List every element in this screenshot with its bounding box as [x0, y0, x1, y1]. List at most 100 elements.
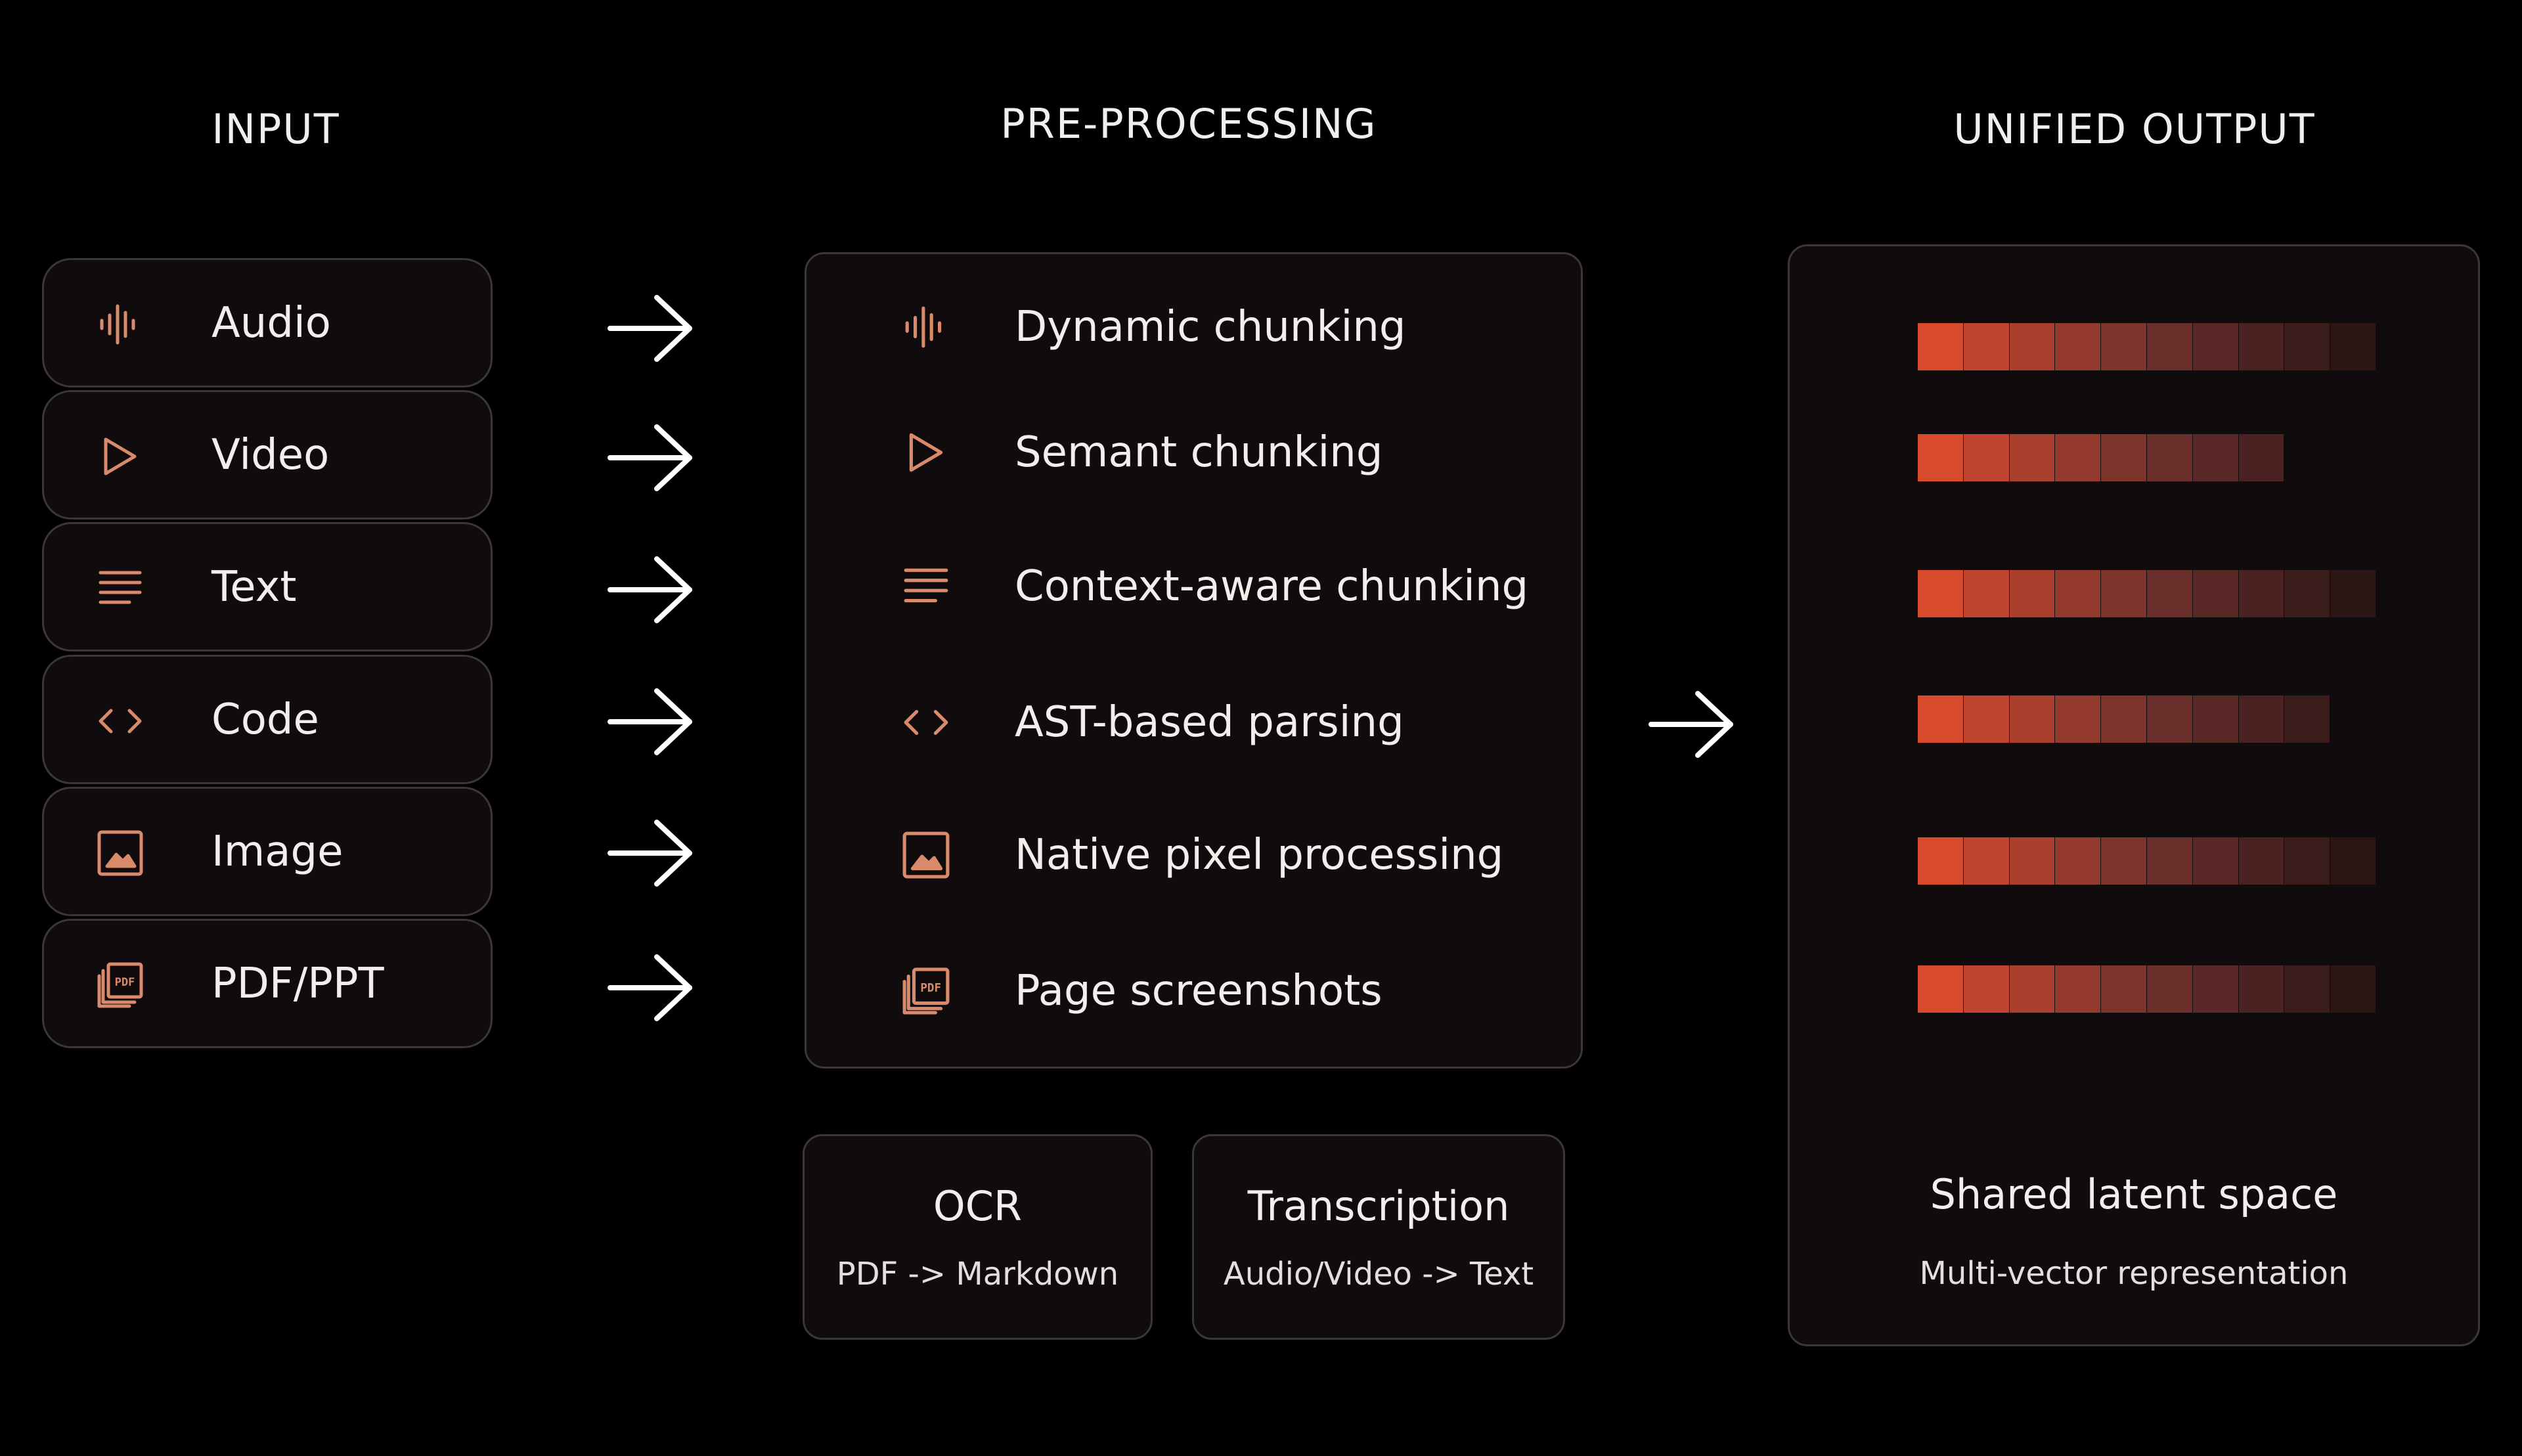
input-item-pdf-ppt: PDF PDF/PPT: [42, 919, 493, 1048]
vector-cell: [2147, 434, 2192, 481]
vector-cell: [1963, 965, 2009, 1013]
preprocessing-step-label: Native pixel processing: [1015, 831, 1504, 879]
svg-text:PDF: PDF: [115, 976, 135, 989]
arrow-right-icon: [608, 817, 696, 889]
vector-cell: [2147, 837, 2192, 885]
vector-cell: [2147, 965, 2192, 1013]
vector-cell: [2238, 570, 2284, 617]
vector-cell: [2284, 837, 2330, 885]
vector-cell: [2055, 695, 2101, 743]
vector-cell: [2284, 570, 2330, 617]
output-subtitle: Multi-vector representation: [1919, 1255, 2349, 1292]
vector-cell: [2147, 695, 2192, 743]
preprocessing-step-label: Page screenshots: [1015, 967, 1383, 1015]
preprocessing-step: Dynamic chunking: [807, 288, 1581, 366]
vector-cell: [2330, 837, 2376, 885]
ocr-subtitle: PDF -> Markdown: [836, 1256, 1119, 1292]
input-column-title: INPUT: [211, 105, 340, 153]
vector-cell: [1963, 323, 2009, 370]
vector-cell: [2147, 570, 2192, 617]
transcription-card: Transcription Audio/Video -> Text: [1192, 1134, 1565, 1340]
vector-cell: [2101, 837, 2146, 885]
input-item-audio: Audio: [42, 258, 493, 387]
preprocessing-step: PDF Page screenshots: [807, 952, 1581, 1030]
vector-cell: [2284, 323, 2330, 370]
vector-cell: [2192, 965, 2238, 1013]
output-column-title: UNIFIED OUTPUT: [1953, 105, 2316, 153]
vector-cell: [2009, 695, 2055, 743]
input-item-image: Image: [42, 787, 493, 916]
vector-cell: [2238, 434, 2284, 481]
vector-cell: [2009, 965, 2055, 1013]
preprocessing-step: Native pixel processing: [807, 816, 1581, 894]
output-title: Shared latent space: [1930, 1170, 2338, 1218]
text-lines-icon: [902, 562, 950, 611]
vector-cell: [2009, 323, 2055, 370]
vector-cell: [2284, 965, 2330, 1013]
text-lines-icon: [97, 565, 144, 612]
svg-text:PDF: PDF: [920, 982, 941, 995]
input-item-label: Code: [211, 695, 319, 744]
vector-cell: [2284, 695, 2330, 743]
vector-cell: [2192, 323, 2238, 370]
arrow-right-icon: [608, 422, 696, 494]
vector-cell: [2101, 434, 2146, 481]
vector-cell: [2055, 837, 2101, 885]
vector-cell: [2101, 323, 2146, 370]
vector-cell: [2238, 695, 2284, 743]
vector-cell: [2330, 965, 2376, 1013]
input-item-label: Text: [211, 562, 297, 611]
preprocessing-column-title: PRE-PROCESSING: [1000, 100, 1377, 148]
preprocessing-step-label: Context-aware chunking: [1015, 562, 1529, 611]
input-item-label: Image: [211, 827, 343, 876]
transcription-subtitle: Audio/Video -> Text: [1223, 1256, 1534, 1292]
arrow-right-icon: [608, 554, 696, 626]
vector-cell: [2192, 837, 2238, 885]
preprocessing-step: Context-aware chunking: [807, 547, 1581, 626]
vector-cell: [1918, 570, 1963, 617]
vector-cell: [2101, 695, 2146, 743]
vector-cell: [1963, 434, 2009, 481]
vector-cell: [1918, 323, 1963, 370]
preprocessing-step-label: Semant chunking: [1015, 428, 1383, 477]
input-item-label: Audio: [211, 298, 331, 347]
vector-cell: [1963, 837, 2009, 885]
pdf-icon: PDF: [902, 967, 950, 1015]
vector-cell: [2009, 570, 2055, 617]
vector-cell: [1918, 837, 1963, 885]
vector-cell: [1918, 965, 1963, 1013]
code-brackets-icon: [902, 698, 950, 747]
vector-cell: [2147, 323, 2192, 370]
vector-cell: [2055, 323, 2101, 370]
input-item-label: PDF/PPT: [211, 959, 384, 1008]
play-icon: [902, 428, 950, 477]
preprocessing-step-label: Dynamic chunking: [1015, 303, 1406, 351]
vector-cell: [1918, 695, 1963, 743]
arrow-right-icon: [608, 686, 696, 758]
vector-cell: [2055, 434, 2101, 481]
vector-cell: [2101, 965, 2146, 1013]
waveform-icon: [902, 303, 950, 351]
vector-cell: [1918, 434, 1963, 481]
code-brackets-icon: [97, 697, 144, 745]
pdf-icon: PDF: [97, 961, 144, 1009]
vector-cell: [2330, 570, 2376, 617]
preprocessing-step: AST-based parsing: [807, 683, 1581, 762]
input-item-video: Video: [42, 390, 493, 519]
play-icon: [97, 433, 144, 480]
arrow-right-icon: [608, 952, 696, 1024]
vector-cell: [2192, 695, 2238, 743]
vector-cell: [2192, 434, 2238, 481]
preprocessing-step: Semant chunking: [807, 413, 1581, 492]
image-icon: [97, 829, 144, 877]
transcription-title: Transcription: [1247, 1182, 1510, 1230]
vector-cell: [2330, 323, 2376, 370]
arrow-right-icon: [1648, 688, 1737, 761]
vector-cell: [2055, 570, 2101, 617]
image-icon: [902, 831, 950, 879]
input-item-text: Text: [42, 522, 493, 651]
input-item-code: Code: [42, 655, 493, 784]
vector-cell: [1963, 570, 2009, 617]
ocr-title: OCR: [933, 1182, 1023, 1230]
